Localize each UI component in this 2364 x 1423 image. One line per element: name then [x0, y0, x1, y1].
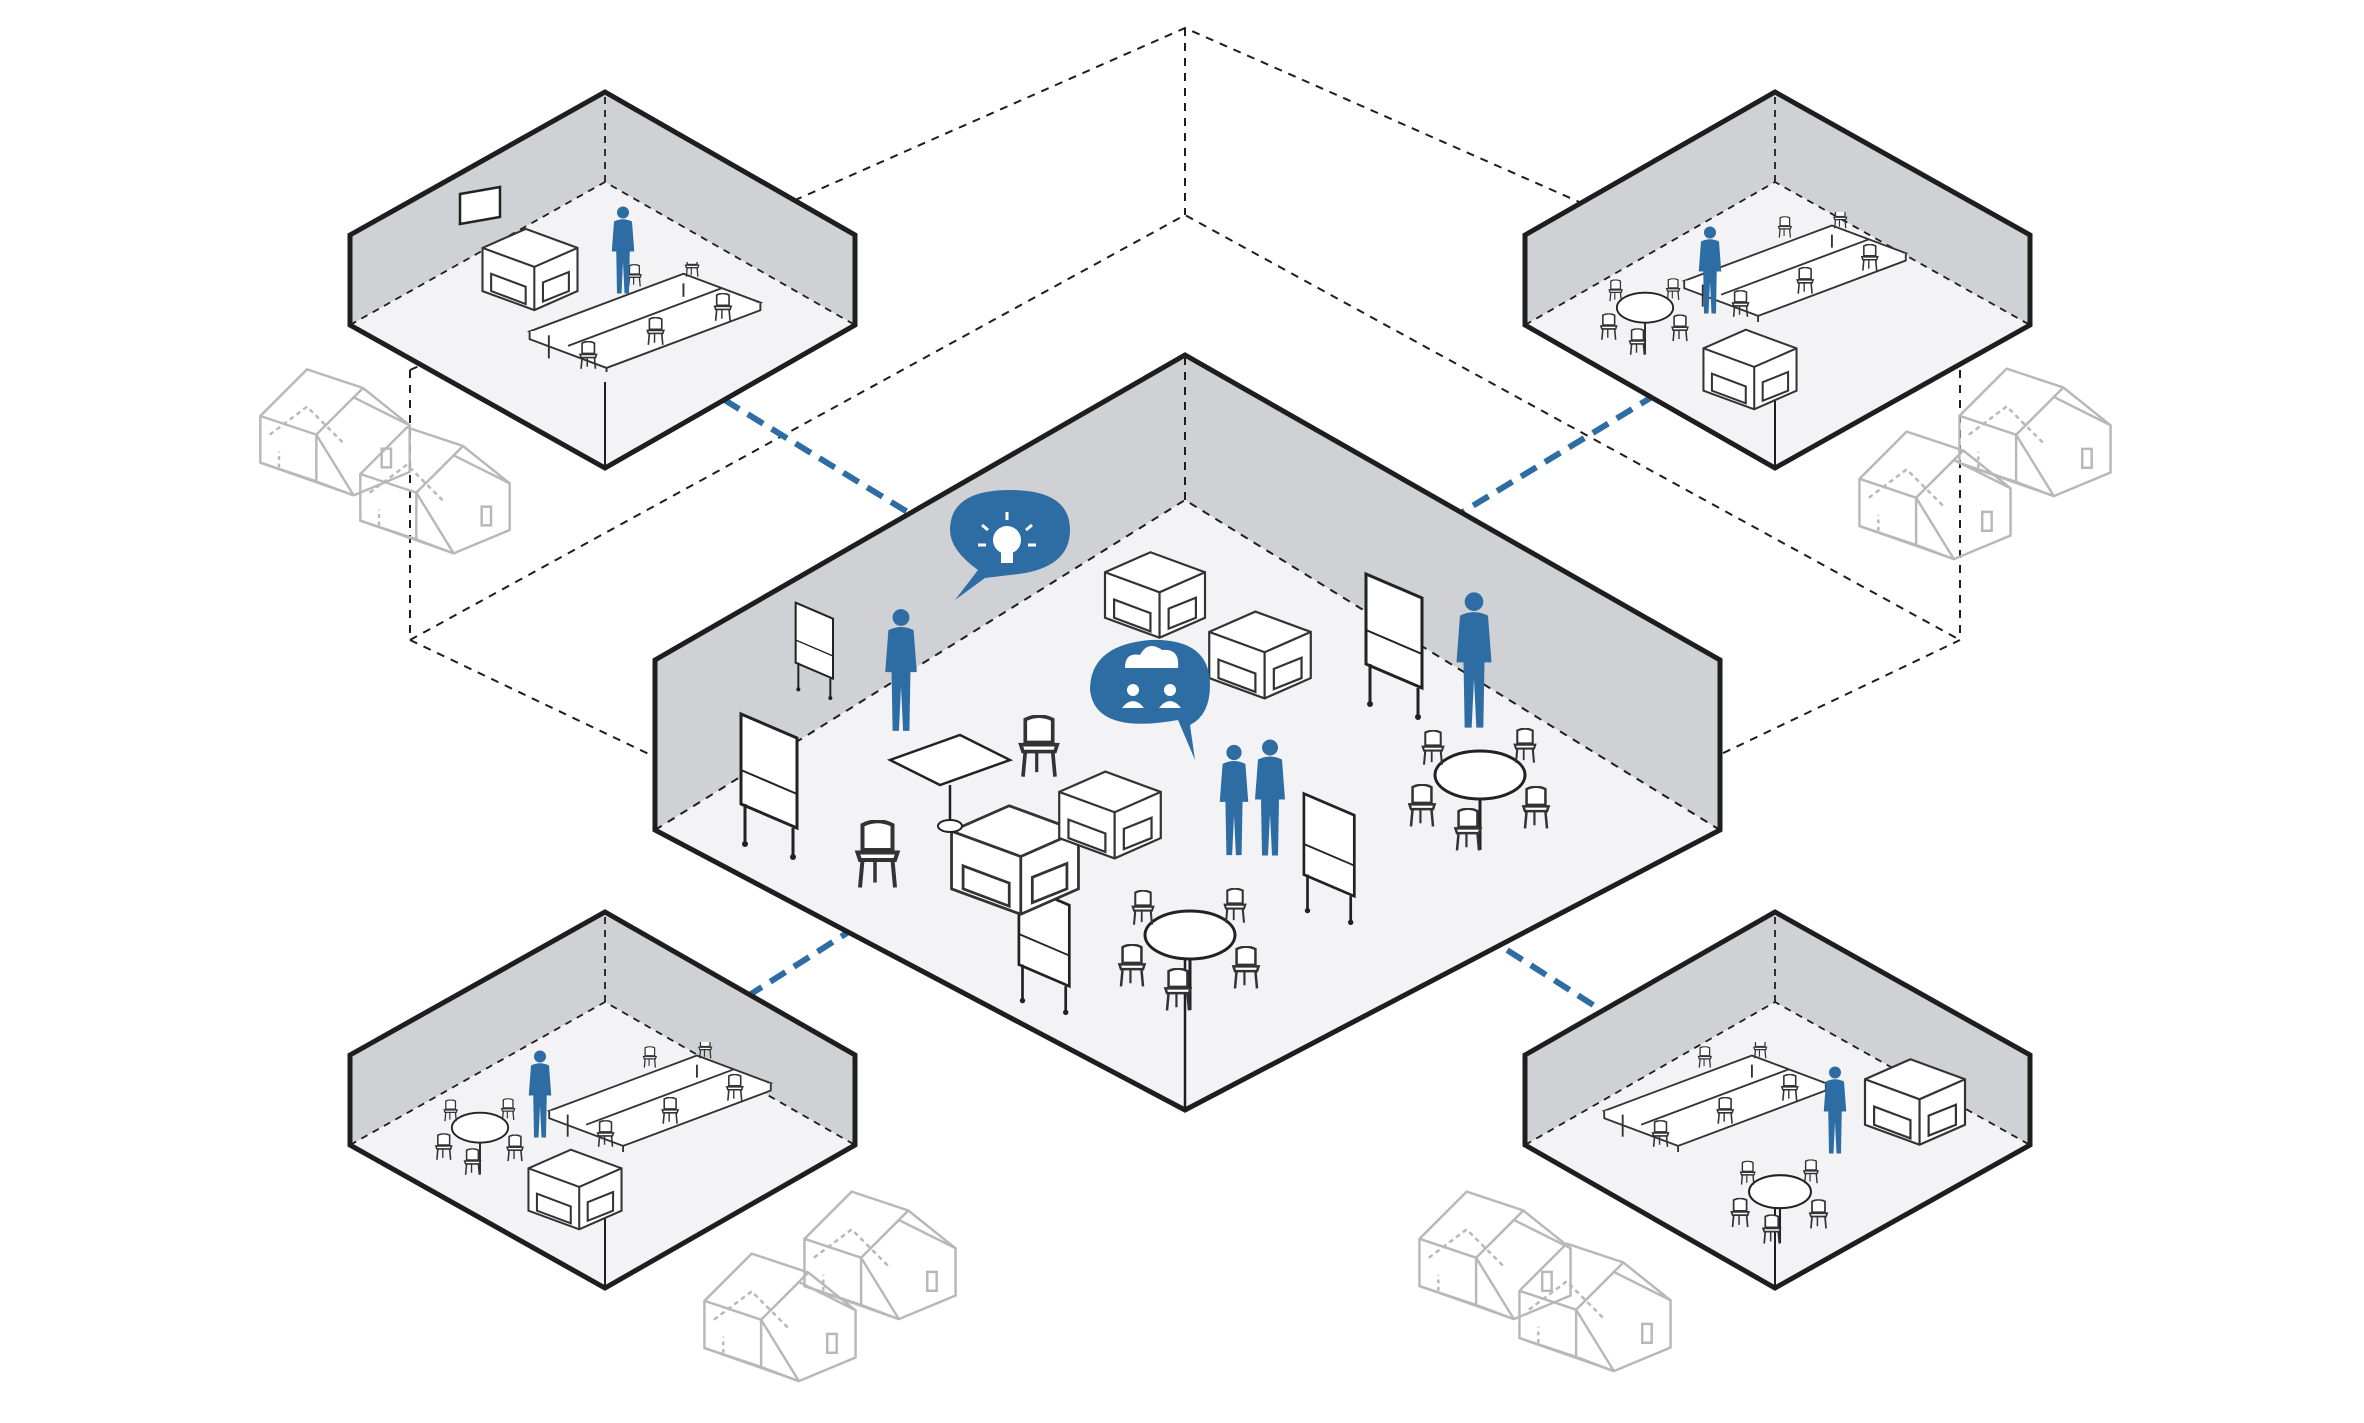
house-icon: [1958, 367, 2112, 498]
satellite-office-bottom-right: [1522, 909, 2033, 1291]
house-icon: [259, 368, 411, 497]
house-icon: [359, 426, 511, 555]
central-hub-office: [652, 352, 1723, 1113]
satellite-office-top-left: [347, 89, 858, 471]
cloud-people-icon: [1090, 639, 1210, 760]
wall-screen: [458, 185, 502, 226]
arrow-top-left: [695, 382, 950, 538]
house-icon: [703, 1252, 857, 1383]
satellite-office-bottom-left: [347, 909, 858, 1291]
arrow-top-right: [1423, 377, 1685, 536]
lightbulb-icon: [950, 490, 1070, 600]
satellite-office-top-right: [1522, 89, 2033, 471]
house-icon: [803, 1190, 957, 1321]
cafe-table: [886, 733, 1014, 833]
house-icon: [1858, 430, 2012, 561]
